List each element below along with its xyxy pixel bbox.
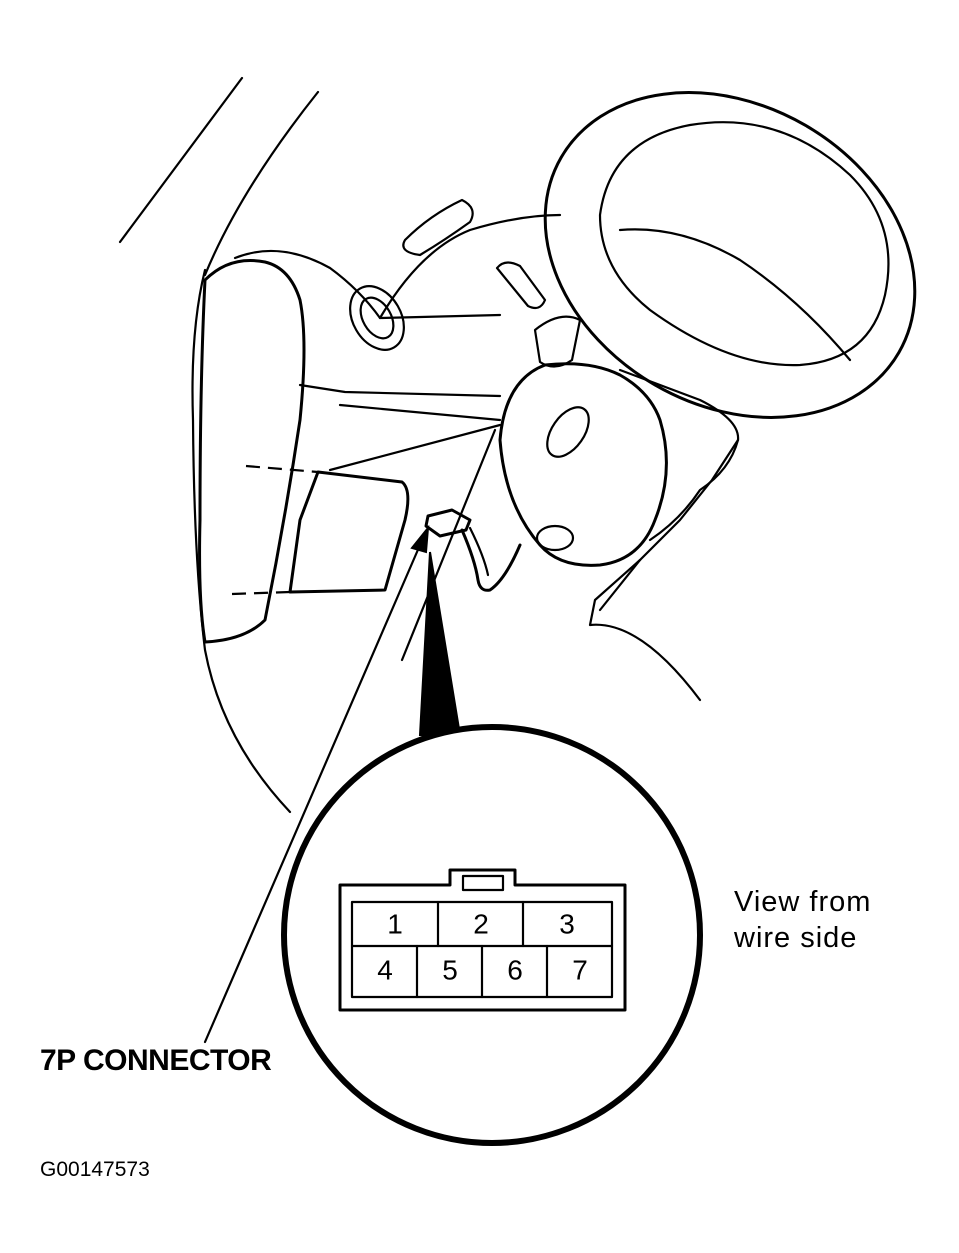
- pin-5: 5: [442, 955, 458, 986]
- fuse-box-dash-top: [245, 464, 319, 474]
- connector-harness: [460, 528, 522, 592]
- vent-left-inner: [359, 296, 395, 340]
- view-note-line-1: View from: [734, 886, 872, 918]
- column-switch: [535, 524, 575, 552]
- connector-latch: [461, 874, 505, 892]
- column-key-slot: [546, 406, 590, 458]
- trim-line-2: [400, 428, 497, 662]
- fuse-box: [288, 470, 410, 594]
- magnifier-circle: [281, 724, 703, 1146]
- view-note: View from wire side: [734, 884, 871, 956]
- upper-dash: [233, 249, 502, 320]
- dash-lower-edge: [298, 383, 502, 398]
- magnifier-wedge: [418, 551, 462, 736]
- pin-4: 4: [377, 955, 393, 986]
- pin-3: 3: [559, 909, 575, 940]
- column-shroud: [618, 368, 740, 542]
- windshield-line: [118, 76, 244, 244]
- pin-7: 7: [572, 955, 588, 986]
- pin-1: 1: [387, 909, 403, 940]
- switch-pod-2: [495, 261, 547, 310]
- dash-trim: [338, 403, 502, 422]
- dash-left-edge: [191, 268, 292, 814]
- steering-wheel-inner: [598, 121, 890, 367]
- steering-column: [498, 362, 668, 567]
- switch-pod-1: [402, 198, 474, 257]
- figure-id: G00147573: [40, 1158, 150, 1181]
- view-note-line-2: wire side: [734, 922, 858, 954]
- pin-6: 6: [507, 955, 523, 986]
- connector-body: [424, 508, 472, 538]
- a-pillar-line: [203, 90, 320, 277]
- fuse-box-dash-bottom: [231, 590, 291, 596]
- steering-wheel-spoke: [618, 228, 852, 362]
- steering-wheel-outer: [543, 91, 917, 419]
- instrument-hood: [378, 213, 562, 320]
- column-stalk: [533, 315, 582, 368]
- right-dash-edge: [588, 438, 740, 702]
- connector-label: 7P CONNECTOR: [40, 1044, 272, 1077]
- pin-2: 2: [473, 909, 489, 940]
- pointer-arrow-head: [410, 524, 430, 554]
- connector-face-outline: [338, 868, 627, 1012]
- knee-panel: [198, 258, 306, 644]
- connector-harness-2: [468, 526, 490, 577]
- trim-line-1: [328, 423, 502, 472]
- vent-left: [349, 285, 405, 351]
- right-dash-lower: [598, 558, 642, 612]
- pointer-arrow-line: [203, 543, 422, 1044]
